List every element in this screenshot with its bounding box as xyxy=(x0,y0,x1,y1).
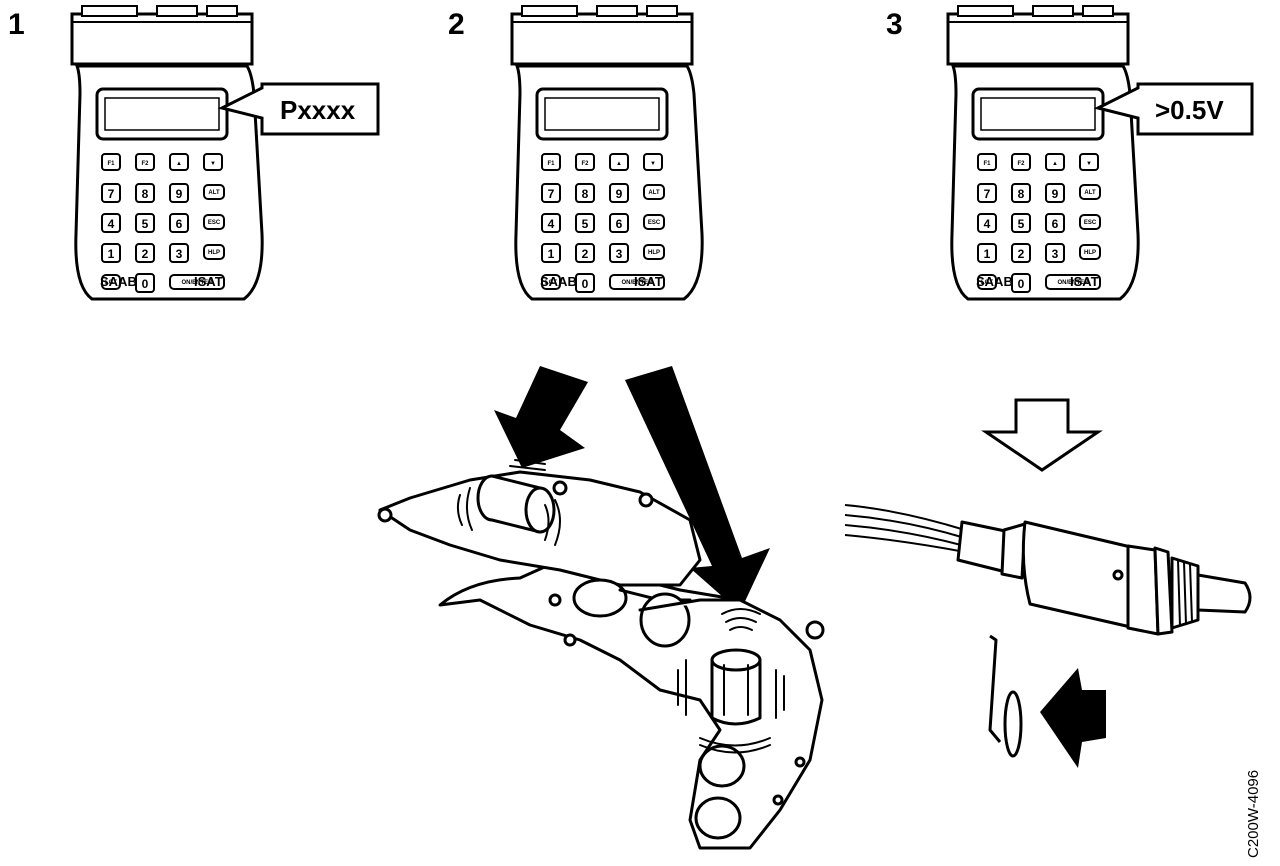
svg-text:F2: F2 xyxy=(581,161,589,167)
key-6: 6 xyxy=(176,217,183,231)
key-down: ▼ xyxy=(210,161,216,167)
key-lgt: LGT xyxy=(105,280,117,286)
svg-text:7: 7 xyxy=(548,187,555,201)
key-2: 2 xyxy=(142,247,149,261)
brand-saab: SAAB xyxy=(976,274,1013,289)
callout-1: Pxxxx xyxy=(217,82,380,136)
diagnostic-tester-1: F1 F2 ▲ ▼ 7 8 9 ALT 4 5 6 ESC 1 2 3 HLP xyxy=(70,4,264,301)
key-hlp: HLP xyxy=(208,250,220,256)
svg-text:▲: ▲ xyxy=(1052,161,1058,167)
svg-text:4: 4 xyxy=(984,217,991,231)
brand-saab: SAAB xyxy=(100,274,137,289)
svg-text:8: 8 xyxy=(582,187,589,201)
svg-text:LGT: LGT xyxy=(981,280,993,286)
svg-text:ON/ENTER: ON/ENTER xyxy=(1057,280,1089,286)
arrow-left-large xyxy=(494,366,588,468)
svg-text:▼: ▼ xyxy=(1086,161,1092,167)
key-5: 5 xyxy=(142,217,149,231)
diagnostic-tester-2: F1 F2 ▲ ▼ 7 8 9 ALT 4 5 6 ESC 1 2 3 HLP xyxy=(510,4,704,301)
brand-isat: ISAT xyxy=(634,274,663,289)
brand-saab: SAAB xyxy=(540,274,577,289)
svg-text:LGT: LGT xyxy=(545,280,557,286)
intake-manifold-illustration xyxy=(377,453,825,850)
svg-text:7: 7 xyxy=(984,187,991,201)
key-9: 9 xyxy=(176,187,183,201)
key-f1: F1 xyxy=(107,161,115,167)
key-8: 8 xyxy=(142,187,149,201)
svg-text:ESC: ESC xyxy=(648,220,661,226)
svg-text:▼: ▼ xyxy=(650,161,656,167)
arrow-right-large xyxy=(625,366,770,612)
svg-text:8: 8 xyxy=(1018,187,1025,201)
callout-3-text: >0.5V xyxy=(1155,95,1224,125)
step-1-number: 1 xyxy=(8,8,25,41)
svg-text:3: 3 xyxy=(1052,247,1059,261)
step-3-number: 3 xyxy=(886,8,903,41)
svg-text:3: 3 xyxy=(616,247,623,261)
svg-text:ALT: ALT xyxy=(648,190,660,196)
svg-text:1: 1 xyxy=(548,247,555,261)
svg-text:0: 0 xyxy=(1018,277,1025,291)
brand-isat: ISAT xyxy=(194,274,223,289)
svg-text:5: 5 xyxy=(1018,217,1025,231)
key-3: 3 xyxy=(176,247,183,261)
key-alt: ALT xyxy=(208,190,220,196)
svg-text:F2: F2 xyxy=(1017,161,1025,167)
svg-text:ALT: ALT xyxy=(1084,190,1096,196)
svg-text:6: 6 xyxy=(616,217,623,231)
small-arrow-left xyxy=(1040,668,1106,768)
diagnostic-tester-3: F1 F2 ▲ ▼ 7 8 9 ALT 4 5 6 ESC 1 2 3 HLP xyxy=(946,4,1140,301)
key-up: ▲ xyxy=(176,161,182,167)
hollow-arrow-down xyxy=(981,398,1103,472)
svg-text:5: 5 xyxy=(582,217,589,231)
key-7: 7 xyxy=(108,187,115,201)
key-f2: F2 xyxy=(141,161,149,167)
svg-text:1: 1 xyxy=(984,247,991,261)
key-4: 4 xyxy=(108,217,115,231)
svg-text:9: 9 xyxy=(1052,187,1059,201)
svg-text:HLP: HLP xyxy=(1084,250,1096,256)
key-esc: ESC xyxy=(208,220,221,226)
step-2-number: 2 xyxy=(448,8,465,41)
callout-1-text: Pxxxx xyxy=(280,95,356,125)
svg-text:6: 6 xyxy=(1052,217,1059,231)
callout-3: >0.5V xyxy=(1093,82,1254,136)
svg-text:0: 0 xyxy=(582,277,589,291)
svg-text:ON/ENTER: ON/ENTER xyxy=(621,280,653,286)
svg-text:F1: F1 xyxy=(547,161,555,167)
brand-isat: ISAT xyxy=(1070,274,1099,289)
key-0: 0 xyxy=(142,277,149,291)
svg-text:2: 2 xyxy=(1018,247,1025,261)
key-1: 1 xyxy=(108,247,115,261)
svg-text:ESC: ESC xyxy=(1084,220,1097,226)
svg-text:4: 4 xyxy=(548,217,555,231)
oxygen-sensor-illustration xyxy=(844,504,1252,636)
figure-code: C200W-4096 xyxy=(1245,770,1262,858)
svg-text:9: 9 xyxy=(616,187,623,201)
svg-text:F1: F1 xyxy=(983,161,991,167)
svg-text:▲: ▲ xyxy=(616,161,622,167)
sensor-socket-tool xyxy=(988,634,1023,758)
svg-text:2: 2 xyxy=(582,247,589,261)
svg-text:HLP: HLP xyxy=(648,250,660,256)
key-enter: ON/ENTER xyxy=(181,280,213,286)
